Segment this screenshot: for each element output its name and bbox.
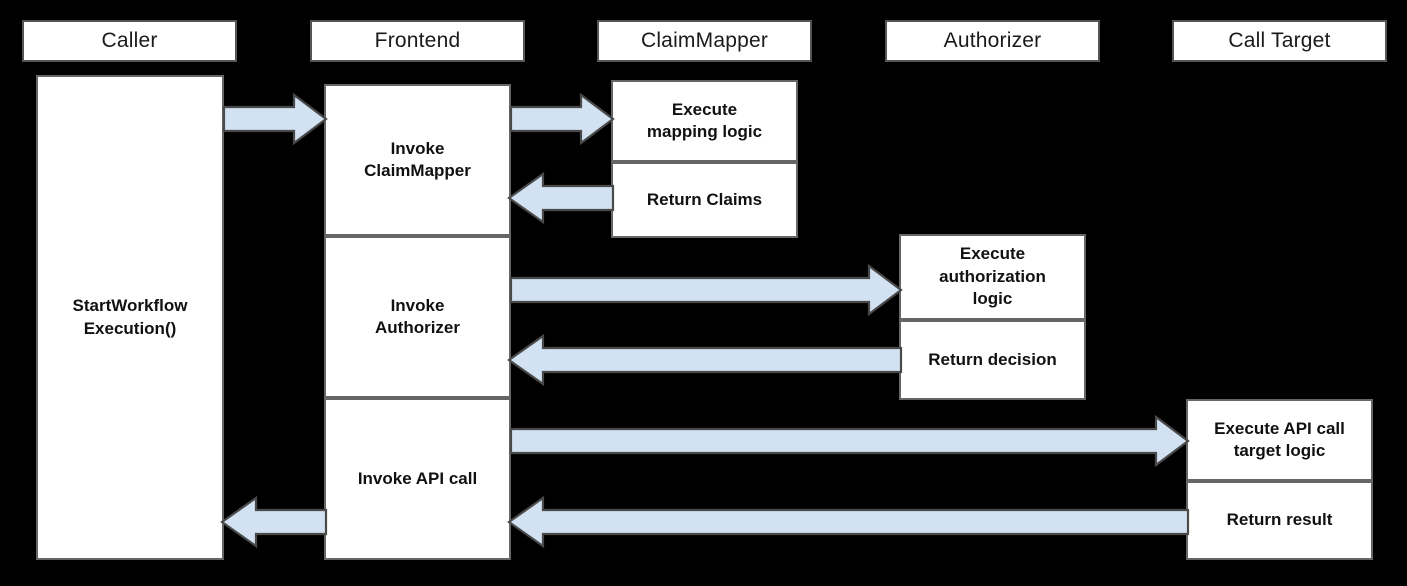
msg-caller-to-frontend-arrow[interactable] — [222, 92, 328, 146]
lifeline-header-calltarget[interactable]: Call Target — [1172, 20, 1387, 62]
activation-frontend-invoke-api-call[interactable]: Invoke API call — [324, 398, 511, 560]
activation-authorizer-return-decision-label: Return decision — [928, 349, 1057, 369]
lifeline-header-frontend-label: Frontend — [374, 29, 461, 52]
msg-frontend-to-claimmapper-arrow[interactable] — [509, 92, 615, 146]
lifeline-header-caller[interactable]: Caller — [22, 20, 237, 62]
lifeline-header-caller-label: Caller — [101, 29, 158, 52]
msg-frontend-to-calltarget-arrow[interactable] — [509, 414, 1190, 468]
activation-authorizer-return-decision[interactable]: Return decision — [899, 320, 1086, 400]
lifeline-header-claimmapper[interactable]: ClaimMapper — [597, 20, 812, 62]
activation-frontend-invoke-api-call-label: Invoke API call — [357, 468, 478, 488]
lifeline-header-claimmapper-label: ClaimMapper — [640, 29, 769, 52]
activation-claimmapper-return-claims[interactable]: Return Claims — [611, 162, 798, 238]
lifeline-header-authorizer[interactable]: Authorizer — [885, 20, 1100, 62]
msg-frontend-to-caller-arrow[interactable] — [220, 495, 328, 549]
activation-claimmapper-return-claims-label: Return Claims — [646, 189, 763, 209]
msg-authorizer-to-frontend-arrow[interactable] — [507, 333, 903, 387]
msg-calltarget-to-frontend-arrow[interactable] — [507, 495, 1190, 549]
lifeline-header-authorizer-label: Authorizer — [943, 29, 1042, 52]
lifeline-header-calltarget-label: Call Target — [1228, 29, 1331, 52]
lifeline-header-frontend[interactable]: Frontend — [310, 20, 525, 62]
activation-calltarget-return-result-label: Return result — [1226, 510, 1333, 530]
msg-claimmapper-to-frontend-arrow[interactable] — [507, 171, 615, 225]
activation-calltarget-return-result[interactable]: Return result — [1186, 481, 1373, 560]
msg-frontend-to-authorizer-arrow[interactable] — [509, 263, 903, 317]
